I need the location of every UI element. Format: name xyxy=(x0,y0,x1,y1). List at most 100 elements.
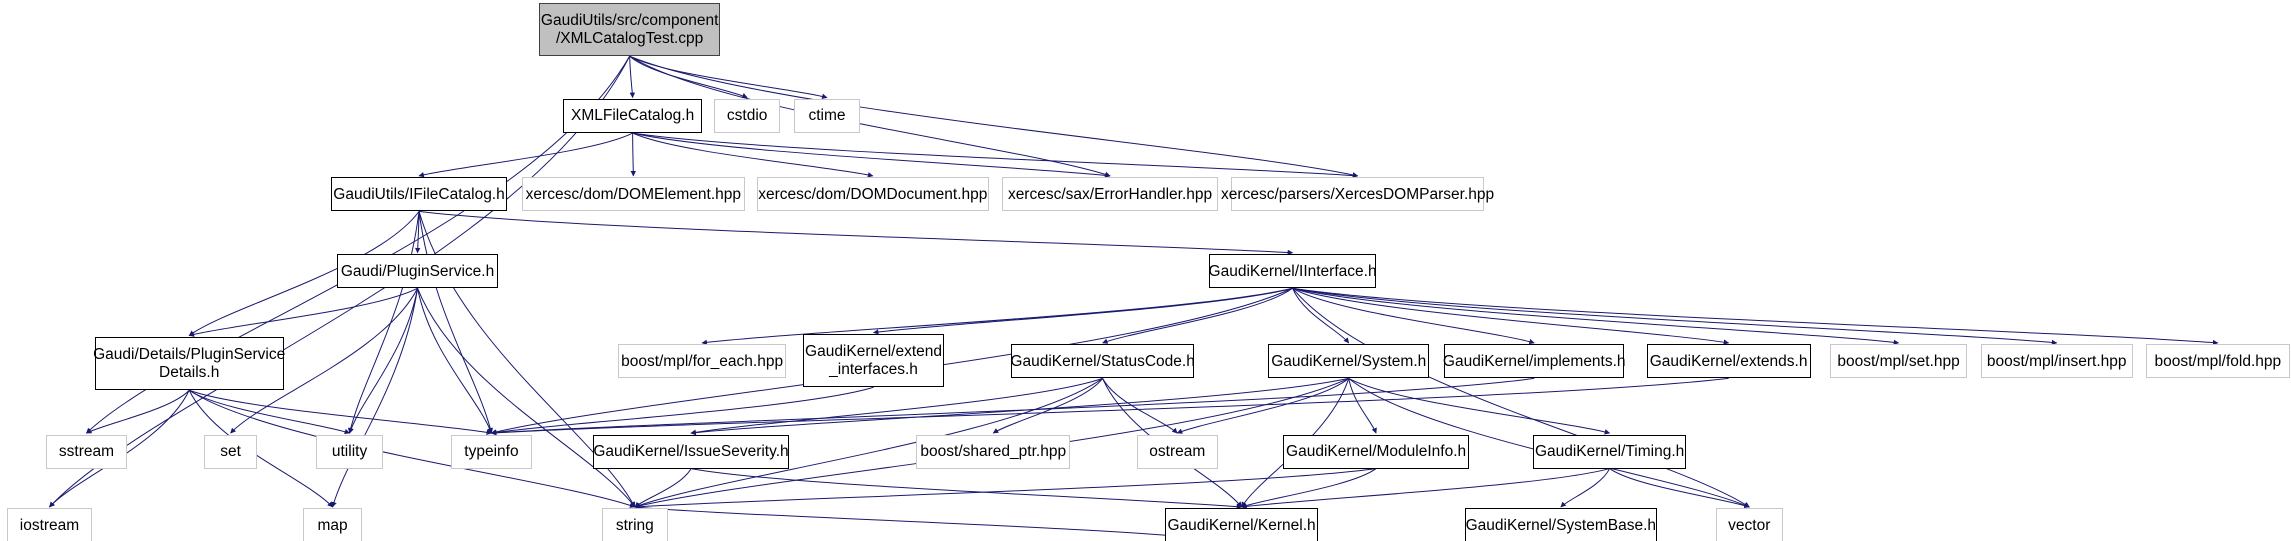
graph-node-label: GaudiKernel/extend _interfaces.h xyxy=(805,343,943,378)
graph-node-typeinfo[interactable]: typeinfo xyxy=(450,434,533,469)
graph-node-label: xercesc/sax/ErrorHandler.hpp xyxy=(1007,185,1213,203)
graph-node-root[interactable]: GaudiUtils/src/component /XMLCatalogTest… xyxy=(539,2,720,57)
graph-edge xyxy=(490,378,1728,437)
graph-node-label: GaudiKernel/StatusCode.h xyxy=(1010,352,1195,370)
graph-node-vector[interactable]: vector xyxy=(1716,508,1783,541)
graph-edge xyxy=(188,288,417,338)
graph-edge xyxy=(1103,378,1178,434)
graph-node-errorhandler[interactable]: xercesc/sax/ErrorHandler.hpp xyxy=(1002,177,1218,212)
graph-node-xercesdomparser[interactable]: xercesc/parsers/XercesDOMParser.hpp xyxy=(1221,177,1494,212)
graph-node-label: boost/mpl/for_each.hpp xyxy=(621,352,784,370)
graph-node-domelement[interactable]: xercesc/dom/DOMElement.hpp xyxy=(521,177,745,212)
graph-node-label: GaudiKernel/IInterface.h xyxy=(1208,262,1377,280)
graph-edge xyxy=(634,469,1376,511)
graph-node-label: GaudiKernel/Kernel.h xyxy=(1167,516,1316,534)
graph-edge xyxy=(1293,288,2058,347)
graph-edge xyxy=(992,378,1102,433)
graph-edge xyxy=(1240,469,1377,509)
graph-edge xyxy=(490,387,873,437)
graph-node-label: XMLFileCatalog.h xyxy=(571,107,695,125)
graph-node-label: GaudiKernel/extends.h xyxy=(1649,352,1808,370)
graph-node-label: cstdio xyxy=(726,107,768,125)
graph-node-label: GaudiKernel/implements.h xyxy=(1442,352,1626,370)
graph-node-label: boost/mpl/fold.hpp xyxy=(2154,352,2282,370)
graph-node-label: xercesc/dom/DOMElement.hpp xyxy=(525,185,742,203)
graph-node-string[interactable]: string xyxy=(601,508,669,541)
graph-edge xyxy=(1293,288,1536,345)
graph-edge xyxy=(189,390,351,435)
graph-edge xyxy=(628,56,637,99)
graph-node-label: set xyxy=(220,442,241,460)
graph-node-label: typeinfo xyxy=(464,442,519,460)
graph-edge xyxy=(418,288,635,508)
graph-node-foreach[interactable]: boost/mpl/for_each.hpp xyxy=(617,344,787,379)
graph-edge xyxy=(85,390,189,433)
graph-node-set[interactable]: set xyxy=(203,434,258,469)
graph-edge xyxy=(1349,378,1378,434)
graph-edge xyxy=(1560,469,1610,508)
graph-node-map[interactable]: map xyxy=(303,508,363,541)
graph-node-label: GaudiKernel/IssueSeverity.h xyxy=(593,442,789,460)
graph-edge xyxy=(1349,378,1611,436)
graph-edge xyxy=(630,56,748,99)
graph-node-mplset[interactable]: boost/mpl/set.hpp xyxy=(1829,344,1968,379)
graph-edge xyxy=(330,288,418,508)
graph-node-label: Gaudi/PluginService.h xyxy=(340,262,495,280)
graph-edge xyxy=(1240,469,1610,511)
graph-node-pluginservicedetails[interactable]: Gaudi/Details/PluginService Details.h xyxy=(93,337,285,391)
graph-edge xyxy=(348,288,418,434)
graph-node-implements[interactable]: GaudiKernel/implements.h xyxy=(1443,344,1626,379)
graph-node-issueseverity[interactable]: GaudiKernel/IssueSeverity.h xyxy=(592,434,790,469)
graph-node-label: xercesc/parsers/XercesDOMParser.hpp xyxy=(1221,185,1495,203)
graph-node-systembase[interactable]: GaudiKernel/SystemBase.h xyxy=(1464,508,1657,541)
graph-node-label: boost/mpl/insert.hpp xyxy=(1986,352,2127,370)
graph-node-moduleinfo[interactable]: GaudiKernel/ModuleInfo.h xyxy=(1282,434,1470,469)
graph-edge xyxy=(701,288,1292,347)
graph-edge xyxy=(690,378,1349,437)
graph-edge xyxy=(1610,469,1751,509)
graph-node-iinterface[interactable]: GaudiKernel/IInterface.h xyxy=(1209,254,1377,289)
graph-edge xyxy=(1101,288,1293,345)
graph-node-timing[interactable]: GaudiKernel/Timing.h xyxy=(1532,434,1687,469)
graph-edge xyxy=(633,133,1359,180)
graph-node-label: boost/shared_ptr.hpp xyxy=(920,442,1067,460)
graph-node-iostream[interactable]: iostream xyxy=(7,508,92,541)
graph-node-utility[interactable]: utility xyxy=(316,434,383,469)
graph-node-label: GaudiUtils/IFileCatalog.h xyxy=(333,185,505,203)
graph-node-label: sstream xyxy=(58,442,115,460)
graph-edge xyxy=(347,211,419,434)
graph-node-system[interactable]: GaudiKernel/System.h xyxy=(1268,344,1430,379)
graph-node-cstdio[interactable]: cstdio xyxy=(713,99,781,134)
graph-node-sharedptr[interactable]: boost/shared_ptr.hpp xyxy=(916,434,1071,469)
graph-node-ctime[interactable]: ctime xyxy=(793,99,861,134)
graph-node-sstream[interactable]: sstream xyxy=(45,434,128,469)
graph-node-label: GaudiKernel/Timing.h xyxy=(1534,442,1685,460)
graph-edge xyxy=(1293,288,1349,344)
graph-edge xyxy=(634,503,1242,541)
graph-node-xmlfilecatalog[interactable]: XMLFileCatalog.h xyxy=(563,99,703,134)
graph-node-statuscode[interactable]: GaudiKernel/StatusCode.h xyxy=(1010,344,1195,379)
graph-node-label: GaudiKernel/SystemBase.h xyxy=(1465,516,1657,534)
graph-node-domdocument[interactable]: xercesc/dom/DOMDocument.hpp xyxy=(756,177,989,212)
graph-edge xyxy=(1293,288,1900,347)
graph-node-label: utility xyxy=(331,442,368,460)
graph-edge xyxy=(630,56,828,100)
graph-node-ostream[interactable]: ostream xyxy=(1136,434,1218,469)
graph-node-extendinterfaces[interactable]: GaudiKernel/extend _interfaces.h xyxy=(802,334,945,388)
graph-edge xyxy=(691,469,1243,511)
graph-node-label: ostream xyxy=(1149,442,1206,460)
graph-edge xyxy=(413,211,422,254)
graph-node-mplfold[interactable]: boost/mpl/fold.hpp xyxy=(2146,344,2290,379)
graph-node-pluginservice[interactable]: Gaudi/PluginService.h xyxy=(336,254,499,289)
graph-edge xyxy=(189,390,493,436)
graph-node-label: iostream xyxy=(19,516,80,534)
graph-node-extends[interactable]: GaudiKernel/extends.h xyxy=(1646,344,1811,379)
graph-node-ifilecatalog[interactable]: GaudiUtils/IFileCatalog.h xyxy=(331,177,507,212)
graph-node-label: GaudiKernel/System.h xyxy=(1271,352,1427,370)
graph-edge xyxy=(634,469,691,507)
graph-node-mplinsert[interactable]: boost/mpl/insert.hpp xyxy=(1980,344,2133,379)
graph-node-kernel[interactable]: GaudiKernel/Kernel.h xyxy=(1164,508,1319,541)
graph-node-label: GaudiUtils/src/component /XMLCatalogTest… xyxy=(540,12,719,47)
graph-edge xyxy=(1293,288,1730,346)
graph-edge xyxy=(1176,378,1348,435)
